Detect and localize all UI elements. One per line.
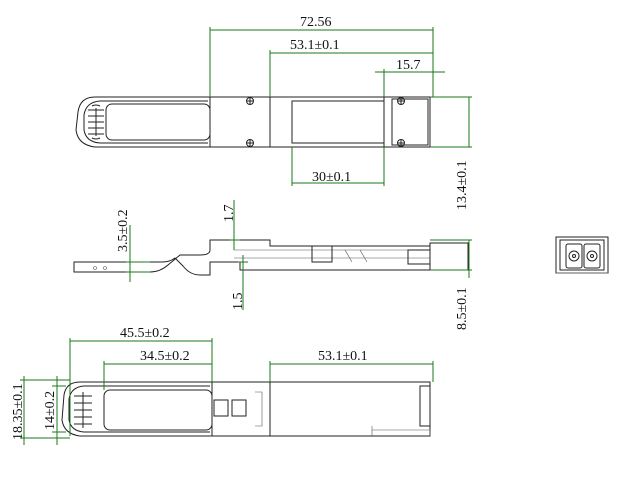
dimension-label: 45.5±0.2 bbox=[120, 326, 170, 341]
side-view: 3.5±0.2 1.7 1.5 8.5±0.1 bbox=[73, 200, 472, 330]
dimension-label: 1.7 bbox=[222, 205, 237, 223]
dimension-label: 3.5±0.2 bbox=[116, 209, 131, 252]
dimension-label: 14±0.2 bbox=[43, 391, 58, 430]
dimension-label: 13.4±0.1 bbox=[455, 160, 470, 210]
grip-logo bbox=[88, 104, 104, 140]
dimension-grip-length: 34.5±0.2 bbox=[103, 349, 212, 390]
dimension-grip-width: 14±0.2 bbox=[43, 376, 66, 445]
dimension-window-length: 30±0.1 bbox=[291, 147, 385, 186]
grip-logo bbox=[74, 392, 92, 428]
dimension-nose-length: 15.7 bbox=[375, 58, 445, 97]
screw-icon bbox=[246, 97, 405, 147]
dimension-pull-length: 45.5±0.2 bbox=[69, 326, 213, 436]
dimension-body-length: 53.1±0.1 bbox=[269, 38, 433, 97]
dimension-body-height: 8.5±0.1 bbox=[430, 239, 472, 330]
end-view bbox=[555, 236, 609, 274]
dimension-step-offset: 1.5 bbox=[231, 255, 248, 310]
dimension-tab-height: 3.5±0.2 bbox=[116, 209, 150, 282]
dimension-label: 18.35±0.1 bbox=[11, 383, 26, 440]
dimension-label: 30±0.1 bbox=[312, 170, 351, 185]
dimension-label: 1.5 bbox=[231, 293, 246, 311]
dimension-label: 15.7 bbox=[396, 58, 421, 73]
dimension-width: 13.4±0.1 bbox=[430, 96, 472, 210]
top-view: 72.56 53.1±0.1 15.7 30±0.1 13.4±0.1 bbox=[75, 15, 472, 210]
dimension-label: 53.1±0.1 bbox=[290, 38, 340, 53]
dimension-overall-width: 18.35±0.1 bbox=[11, 376, 70, 445]
dimension-label: 72.56 bbox=[300, 15, 332, 30]
bottom-view: 45.5±0.2 34.5±0.2 53.1±0.1 18.35±0.1 14 bbox=[11, 326, 434, 445]
dimension-label: 53.1±0.1 bbox=[318, 349, 368, 364]
dimension-label: 8.5±0.1 bbox=[455, 287, 470, 330]
dimension-step-height: 1.7 bbox=[222, 200, 240, 250]
dimension-body-length: 53.1±0.1 bbox=[269, 349, 434, 382]
dimension-overall-length: 72.56 bbox=[209, 15, 434, 97]
dimension-label: 34.5±0.2 bbox=[140, 349, 190, 364]
